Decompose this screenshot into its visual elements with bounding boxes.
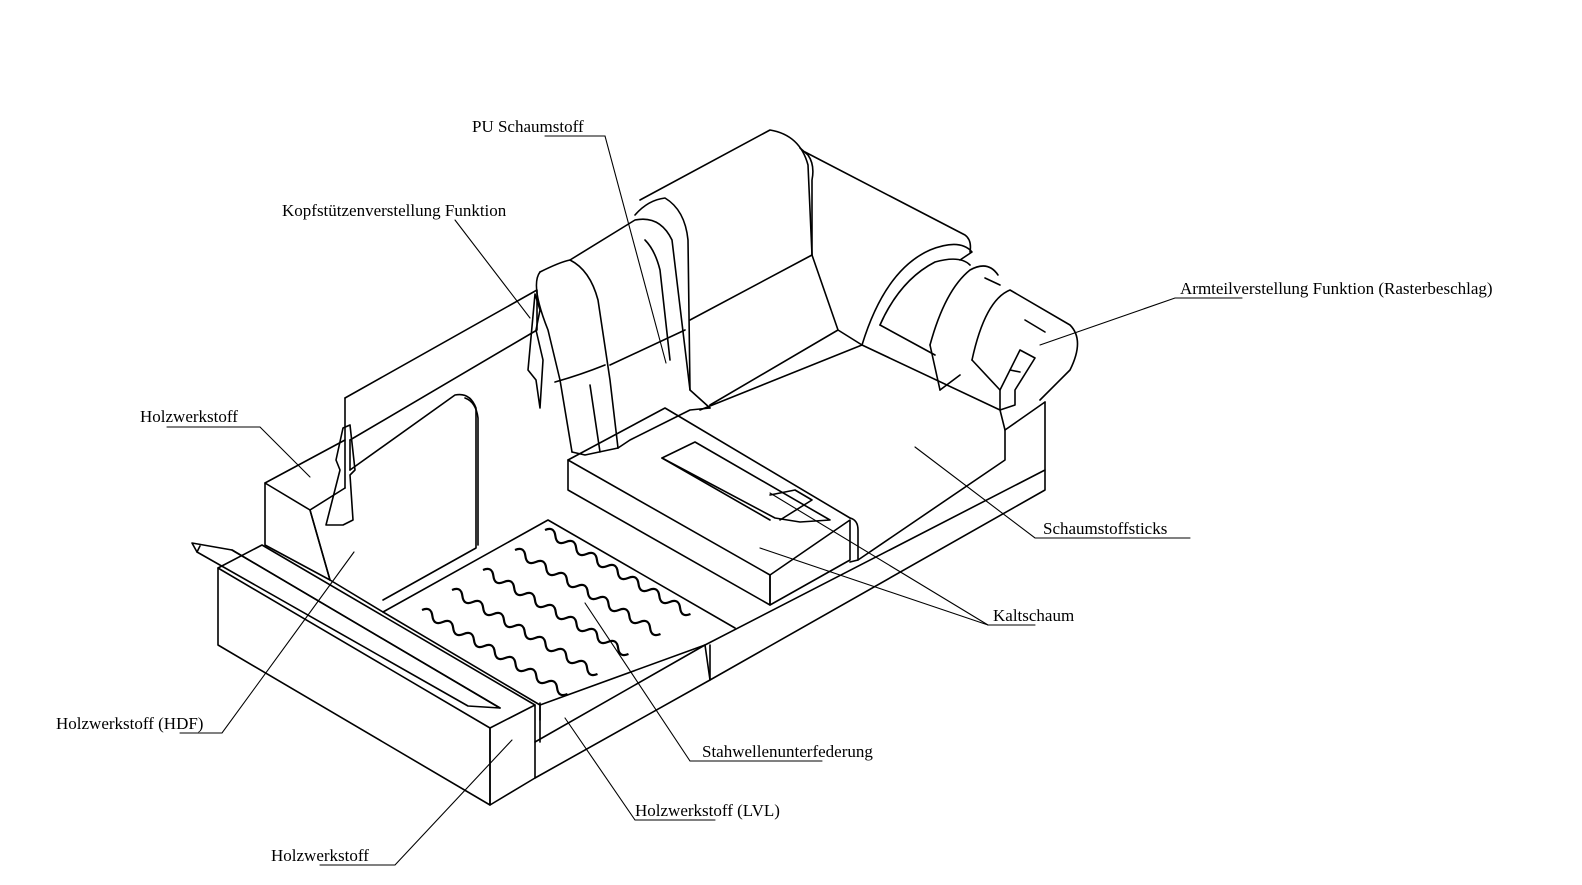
label-armteilverstellung: Armteilverstellung Funktion (Rasterbesch…	[1180, 279, 1493, 298]
front-hdf-board	[191, 542, 501, 709]
right-armrest	[699, 243, 1079, 561]
label-pu-schaumstoff: PU Schaumstoff	[472, 117, 584, 136]
label-stahlwellenunterfederung: Stahwellenunterfederung	[702, 742, 873, 761]
label-holzwerkstoff-bottom: Holzwerkstoff	[271, 846, 369, 865]
sofa-drawing	[191, 129, 1079, 806]
base-frame	[217, 401, 1046, 806]
label-holzwerkstoff-top: Holzwerkstoff	[140, 407, 238, 426]
labels: PU Schaumstoff Kopfstützenverstellung Fu…	[56, 117, 1493, 865]
backrest-left	[535, 197, 711, 456]
left-side-panel	[264, 289, 544, 613]
label-holzwerkstoff-lvl: Holzwerkstoff (LVL)	[635, 801, 780, 820]
label-schaumstoffsticks: Schaumstoffsticks	[1043, 519, 1167, 538]
steel-springs	[421, 527, 691, 721]
label-holzwerkstoff-hdf: Holzwerkstoff (HDF)	[56, 714, 203, 733]
leader-lines	[166, 135, 1243, 866]
label-kopfstuetzenverstellung: Kopfstützenverstellung Funktion	[282, 201, 507, 220]
label-kaltschaum: Kaltschaum	[993, 606, 1074, 625]
seat-cushion	[567, 407, 859, 606]
